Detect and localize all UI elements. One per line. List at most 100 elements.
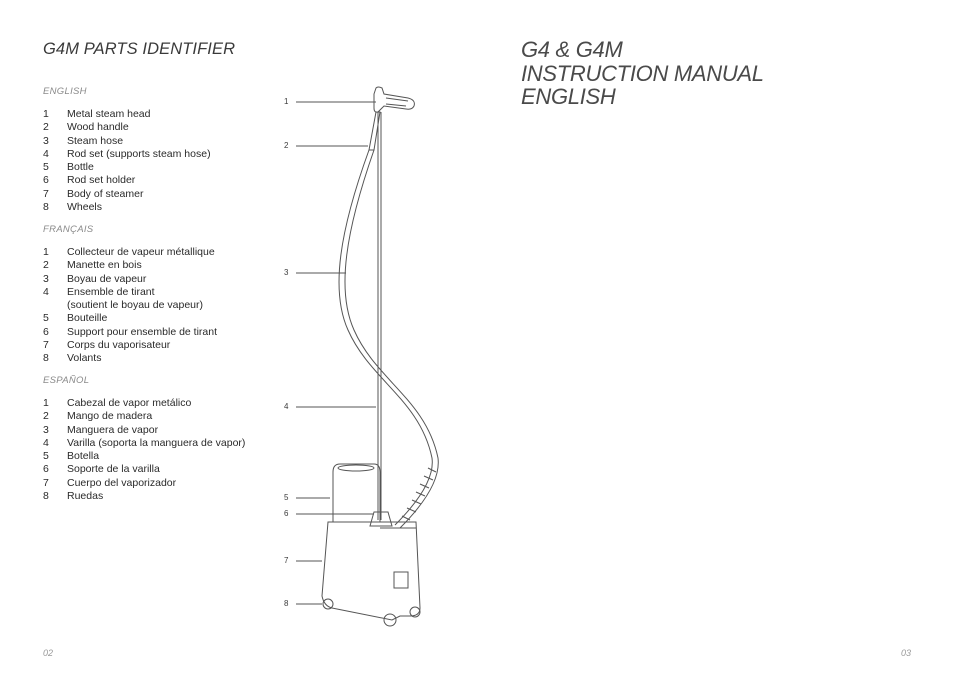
part-number: 7 (43, 476, 49, 489)
part-number: 6 (43, 463, 49, 476)
part-item: 1 Cabezal de vapor metálico (43, 397, 283, 410)
callout-8: 8 (284, 599, 289, 608)
part-number: 8 (43, 352, 49, 365)
part-label: Steam hose (67, 134, 124, 147)
callout-4: 4 (284, 402, 289, 411)
part-item: 2 Mango de madera (43, 410, 283, 423)
parts-list-french: 1 Collecteur de vapeur métallique 2 Manette… (43, 246, 283, 366)
part-item: 4 Ensemble de tirant (soutient le boyau d… (43, 286, 283, 313)
part-label: Manette en bois (67, 259, 142, 272)
part-label: Bottle (67, 161, 94, 174)
part-number: 4 (43, 147, 49, 160)
wheel (383, 613, 397, 627)
parts-list-english: 1 Metal steam head 2 Wood handle 3 Steam hose… (43, 108, 283, 214)
page-number-right: 03 (900, 648, 911, 658)
part-number: 8 (43, 490, 49, 503)
part-item: 3 Steam hose (43, 135, 283, 148)
lang-heading-spanish: ESPAÑOL (43, 375, 90, 386)
lang-block-french: FRANÇAIS 1 Collecteur de vapeur métalliqu… (43, 224, 283, 366)
part-label: Wheels (67, 201, 103, 214)
part-label: Bouteille (67, 312, 108, 325)
title-line-3: ENGLISH (521, 84, 616, 109)
instruction-manual-title: G4 & G4M INSTRUCTION MANUAL ENGLISH (521, 38, 764, 109)
part-number: 8 (43, 201, 49, 214)
part-item: 5 Bouteille (43, 312, 283, 325)
part-label: Botella (67, 450, 100, 463)
part-label: Mango de madera (67, 410, 153, 423)
part-label: Support pour ensemble de tirant (67, 325, 218, 338)
part-label: Manguera de vapor (67, 423, 159, 436)
parts-list-spanish: 1 Cabezal de vapor metálico 2 Mango de made… (43, 397, 283, 503)
callout-7: 7 (284, 556, 289, 565)
lang-block-spanish: ESPAÑOL 1 Cabezal de vapor metálico 2 Mango… (43, 375, 283, 503)
right-page: G4 & G4M INSTRUCTION MANUAL ENGLISH 03 (477, 0, 954, 694)
part-item: 7 Cuerpo del vaporizador (43, 477, 283, 490)
part-label: Rod set (supports steam hose) (67, 147, 211, 160)
part-number: 2 (43, 259, 49, 272)
part-number: 7 (43, 187, 49, 200)
callout-2: 2 (284, 141, 289, 150)
part-number: 3 (43, 423, 49, 436)
callout-5: 5 (284, 493, 289, 502)
part-label: Ensemble de tirant (soutient le boyau de… (67, 285, 204, 312)
part-item: 5 Bottle (43, 161, 283, 174)
part-label: Corps du vaporisateur (67, 339, 171, 352)
part-number: 4 (43, 285, 49, 298)
part-item: 8 Wheels (43, 201, 283, 214)
part-number: 6 (43, 325, 49, 338)
part-item: 2 Manette en bois (43, 259, 283, 272)
part-number: 1 (43, 108, 49, 120)
callout-3: 3 (284, 268, 289, 277)
part-number: 2 (43, 410, 49, 423)
part-label: Cuerpo del vaporizador (67, 476, 177, 489)
part-number: 7 (43, 339, 49, 352)
part-number: 5 (43, 312, 49, 325)
part-number: 5 (43, 450, 49, 463)
part-item: 7 Corps du vaporisateur (43, 339, 283, 352)
part-label: Wood handle (67, 121, 129, 134)
lang-heading-english: ENGLISH (43, 86, 87, 97)
part-item: 3 Boyau de vapeur (43, 273, 283, 286)
part-label: Collecteur de vapeur métallique (67, 246, 215, 258)
part-item: 1 Collecteur de vapeur métallique (43, 246, 283, 259)
part-item: 5 Botella (43, 450, 283, 463)
bottle (332, 463, 381, 523)
title-line-1: G4 & G4M (521, 37, 623, 62)
brand-plate (393, 571, 409, 589)
lang-block-english: ENGLISH 1 Metal steam head 2 Wood handle 3 St… (43, 86, 283, 214)
part-label: Soporte de la varilla (67, 463, 160, 476)
steam-hose (338, 149, 433, 526)
part-number: 3 (43, 134, 49, 147)
part-item: 2 Wood handle (43, 121, 283, 134)
part-item: 6 Rod set holder (43, 174, 283, 187)
part-item: 4 Rod set (supports steam hose) (43, 148, 283, 161)
part-item: 6 Soporte de la varilla (43, 463, 283, 476)
part-number: 6 (43, 174, 49, 187)
parts-identifier-title: G4M PARTS IDENTIFIER (43, 40, 236, 58)
part-label: Metal steam head (67, 108, 151, 120)
callout-6: 6 (284, 509, 289, 518)
part-item: 8 Ruedas (43, 490, 283, 503)
part-number: 5 (43, 161, 49, 174)
part-number: 1 (43, 246, 49, 258)
part-label: Cabezal de vapor metálico (67, 397, 192, 409)
part-item: 6 Support pour ensemble de tirant (43, 326, 283, 339)
steamer-diagram: 1 2 3 4 5 6 7 8 (270, 80, 470, 640)
part-number: 1 (43, 397, 49, 409)
part-label: Ruedas (67, 490, 104, 503)
wheel (322, 598, 334, 610)
part-number: 2 (43, 121, 49, 134)
part-label: Rod set holder (67, 174, 136, 187)
part-label: Boyau de vapeur (67, 272, 147, 285)
steamer-body (321, 521, 421, 621)
title-line-2: INSTRUCTION MANUAL (521, 60, 764, 86)
part-label: Varilla (soporta la manguera de vapor) (67, 436, 246, 449)
part-item: 1 Metal steam head (43, 108, 283, 121)
callout-1: 1 (284, 97, 289, 106)
part-number: 3 (43, 272, 49, 285)
lang-heading-french: FRANÇAIS (43, 224, 94, 235)
